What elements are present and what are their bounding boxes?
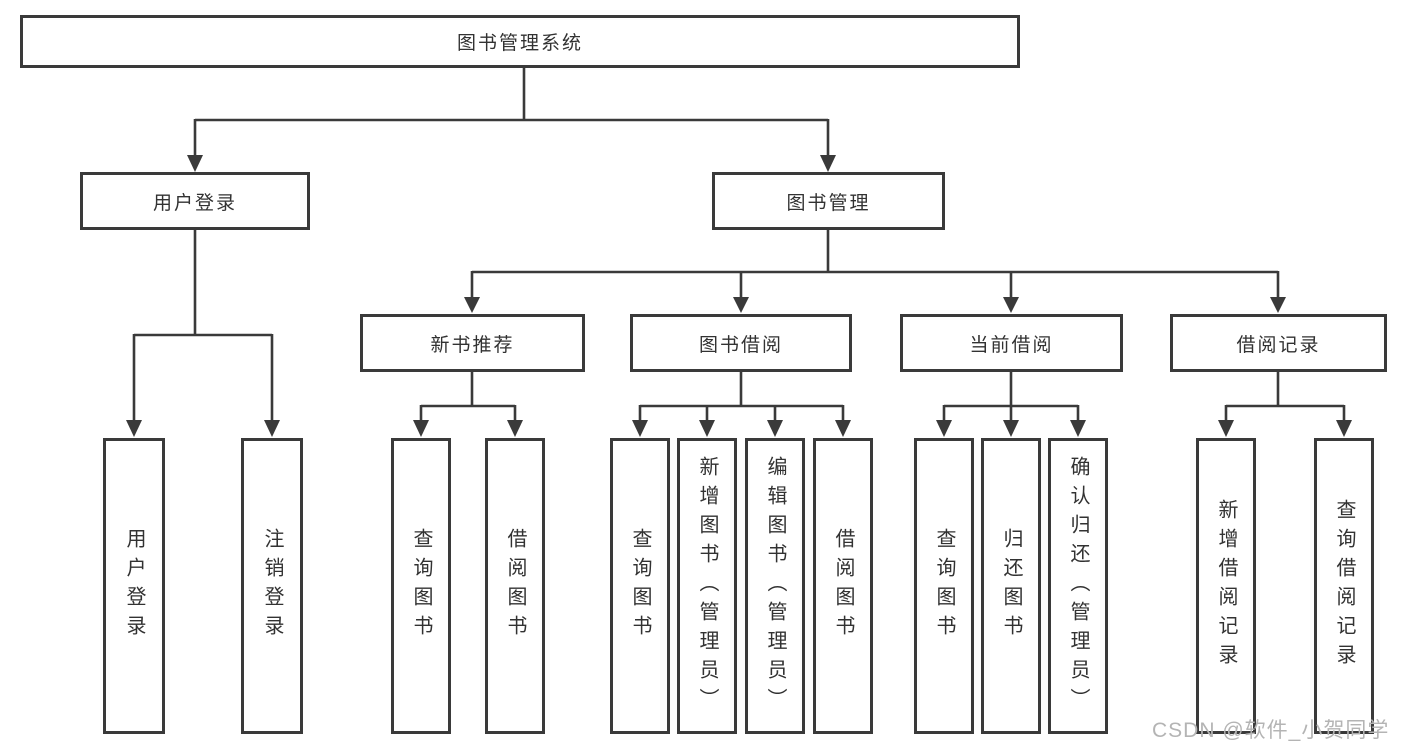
leaf-add-borrow-record-label: 新增借阅记录 <box>1215 499 1237 673</box>
node-book-borrowing-label: 图书借阅 <box>698 334 783 356</box>
connector-book-borrow-to-leaves <box>632 372 851 437</box>
leaf-user-login-label: 用户登录 <box>123 528 145 644</box>
leaf-logout-label: 注销登录 <box>261 528 283 644</box>
node-book-management: 图书管理 <box>712 172 945 230</box>
leaf-query-borrow-record: 查询借阅记录 <box>1314 438 1374 734</box>
leaf-newbook-borrow-books-label: 借阅图书 <box>504 528 526 644</box>
node-current-borrowing-label: 当前借阅 <box>969 334 1054 356</box>
connector-borrow-records-to-leaves <box>1218 372 1352 437</box>
leaf-current-query-books: 查询图书 <box>914 438 974 734</box>
leaf-borrow-query-books: 查询图书 <box>610 438 670 734</box>
leaf-query-borrow-record-label: 查询借阅记录 <box>1333 499 1355 673</box>
leaf-newbook-query-books-label: 查询图书 <box>410 528 432 644</box>
connector-current-borrow-to-leaves <box>936 372 1086 437</box>
node-root: 图书管理系统 <box>20 15 1020 68</box>
node-book-borrowing: 图书借阅 <box>630 314 852 372</box>
leaf-borrow-query-books-label: 查询图书 <box>629 528 651 644</box>
leaf-add-books-admin-label: 新增图书（管理员） <box>696 455 718 717</box>
node-new-book-recommendation: 新书推荐 <box>360 314 585 372</box>
leaf-current-query-books-label: 查询图书 <box>933 528 955 644</box>
leaf-return-books-label: 归还图书 <box>1000 528 1022 644</box>
leaf-edit-books-admin-label: 编辑图书（管理员） <box>764 455 786 717</box>
node-user-login: 用户登录 <box>80 172 310 230</box>
leaf-add-books-admin: 新增图书（管理员） <box>677 438 737 734</box>
leaf-confirm-return-admin: 确认归还（管理员） <box>1048 438 1108 734</box>
connector-book-management-to-level3 <box>464 230 1286 313</box>
leaf-edit-books-admin: 编辑图书（管理员） <box>745 438 805 734</box>
node-borrowing-records: 借阅记录 <box>1170 314 1387 372</box>
leaf-user-login: 用户登录 <box>103 438 165 734</box>
leaf-confirm-return-admin-label: 确认归还（管理员） <box>1067 455 1089 717</box>
node-borrowing-records-label: 借阅记录 <box>1236 334 1321 356</box>
node-current-borrowing: 当前借阅 <box>900 314 1123 372</box>
leaf-borrow-books-label: 借阅图书 <box>832 528 854 644</box>
node-root-label: 图书管理系统 <box>456 33 583 54</box>
node-user-login-label: 用户登录 <box>152 192 237 214</box>
leaf-logout: 注销登录 <box>241 438 303 734</box>
leaf-return-books: 归还图书 <box>981 438 1041 734</box>
leaf-borrow-books: 借阅图书 <box>813 438 873 734</box>
leaf-newbook-borrow-books: 借阅图书 <box>485 438 545 734</box>
leaf-add-borrow-record: 新增借阅记录 <box>1196 438 1256 734</box>
node-book-management-label: 图书管理 <box>786 192 871 214</box>
connector-new-book-to-leaves <box>413 372 523 437</box>
node-new-book-recommendation-label: 新书推荐 <box>430 334 515 356</box>
csdn-watermark: CSDN @软件_小贺同学 <box>1152 719 1390 742</box>
connector-user-login-to-leaves <box>126 230 280 437</box>
leaf-newbook-query-books: 查询图书 <box>391 438 451 734</box>
connector-root-to-level2 <box>187 68 836 172</box>
